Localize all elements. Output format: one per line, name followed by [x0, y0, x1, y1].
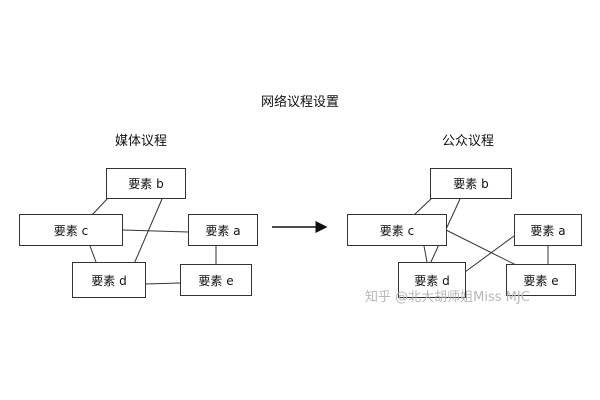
left-edge-d-e: [144, 282, 181, 285]
right-node-d-label: 要素 d: [414, 273, 450, 288]
right-edge-d-a: [464, 235, 515, 273]
media-agenda-title: 媒体议程: [115, 134, 168, 149]
right-node-b: 要素 b: [430, 168, 512, 199]
left-node-c-label: 要素 c: [53, 223, 89, 238]
watermark-text: 知乎 @北大胡师姐Miss MJC: [365, 290, 530, 305]
right-node-a: 要素 a: [514, 214, 582, 246]
left-edge-c-d: [89, 245, 97, 263]
left-node-a-label: 要素 a: [205, 223, 241, 238]
left-edge-c-a: [121, 229, 189, 233]
right-node-c-label: 要素 c: [379, 223, 415, 238]
left-node-d: 要素 d: [72, 262, 146, 298]
left-node-a: 要素 a: [188, 214, 258, 246]
diagram-title: 网络议程设置: [260, 95, 339, 110]
left-edge-b-d: [133, 198, 163, 265]
right-node-b-label: 要素 b: [453, 177, 489, 191]
right-edge-c-d: [423, 245, 428, 263]
right-node-e: 要素 e: [506, 264, 576, 296]
left-node-e-label: 要素 e: [198, 273, 234, 288]
left-node-d-label: 要素 d: [91, 273, 127, 288]
left-edge-c-b: [91, 197, 109, 216]
left-node-b-label: 要素 b: [128, 177, 164, 191]
right-node-d: 要素 d: [398, 262, 466, 298]
right-node-c: 要素 c: [347, 214, 447, 246]
left-node-c: 要素 c: [19, 214, 123, 246]
right-node-a-label: 要素 a: [530, 223, 566, 238]
left-node-e: 要素 e: [180, 264, 252, 296]
left-edges: [89, 197, 217, 285]
right-edge-c-b: [413, 197, 433, 216]
right-edges: [413, 197, 549, 273]
public-agenda-title: 公众议程: [442, 134, 495, 149]
right-edge-c-e: [445, 229, 519, 267]
right-node-e-label: 要素 e: [523, 273, 559, 288]
left-node-b: 要素 b: [106, 168, 186, 199]
